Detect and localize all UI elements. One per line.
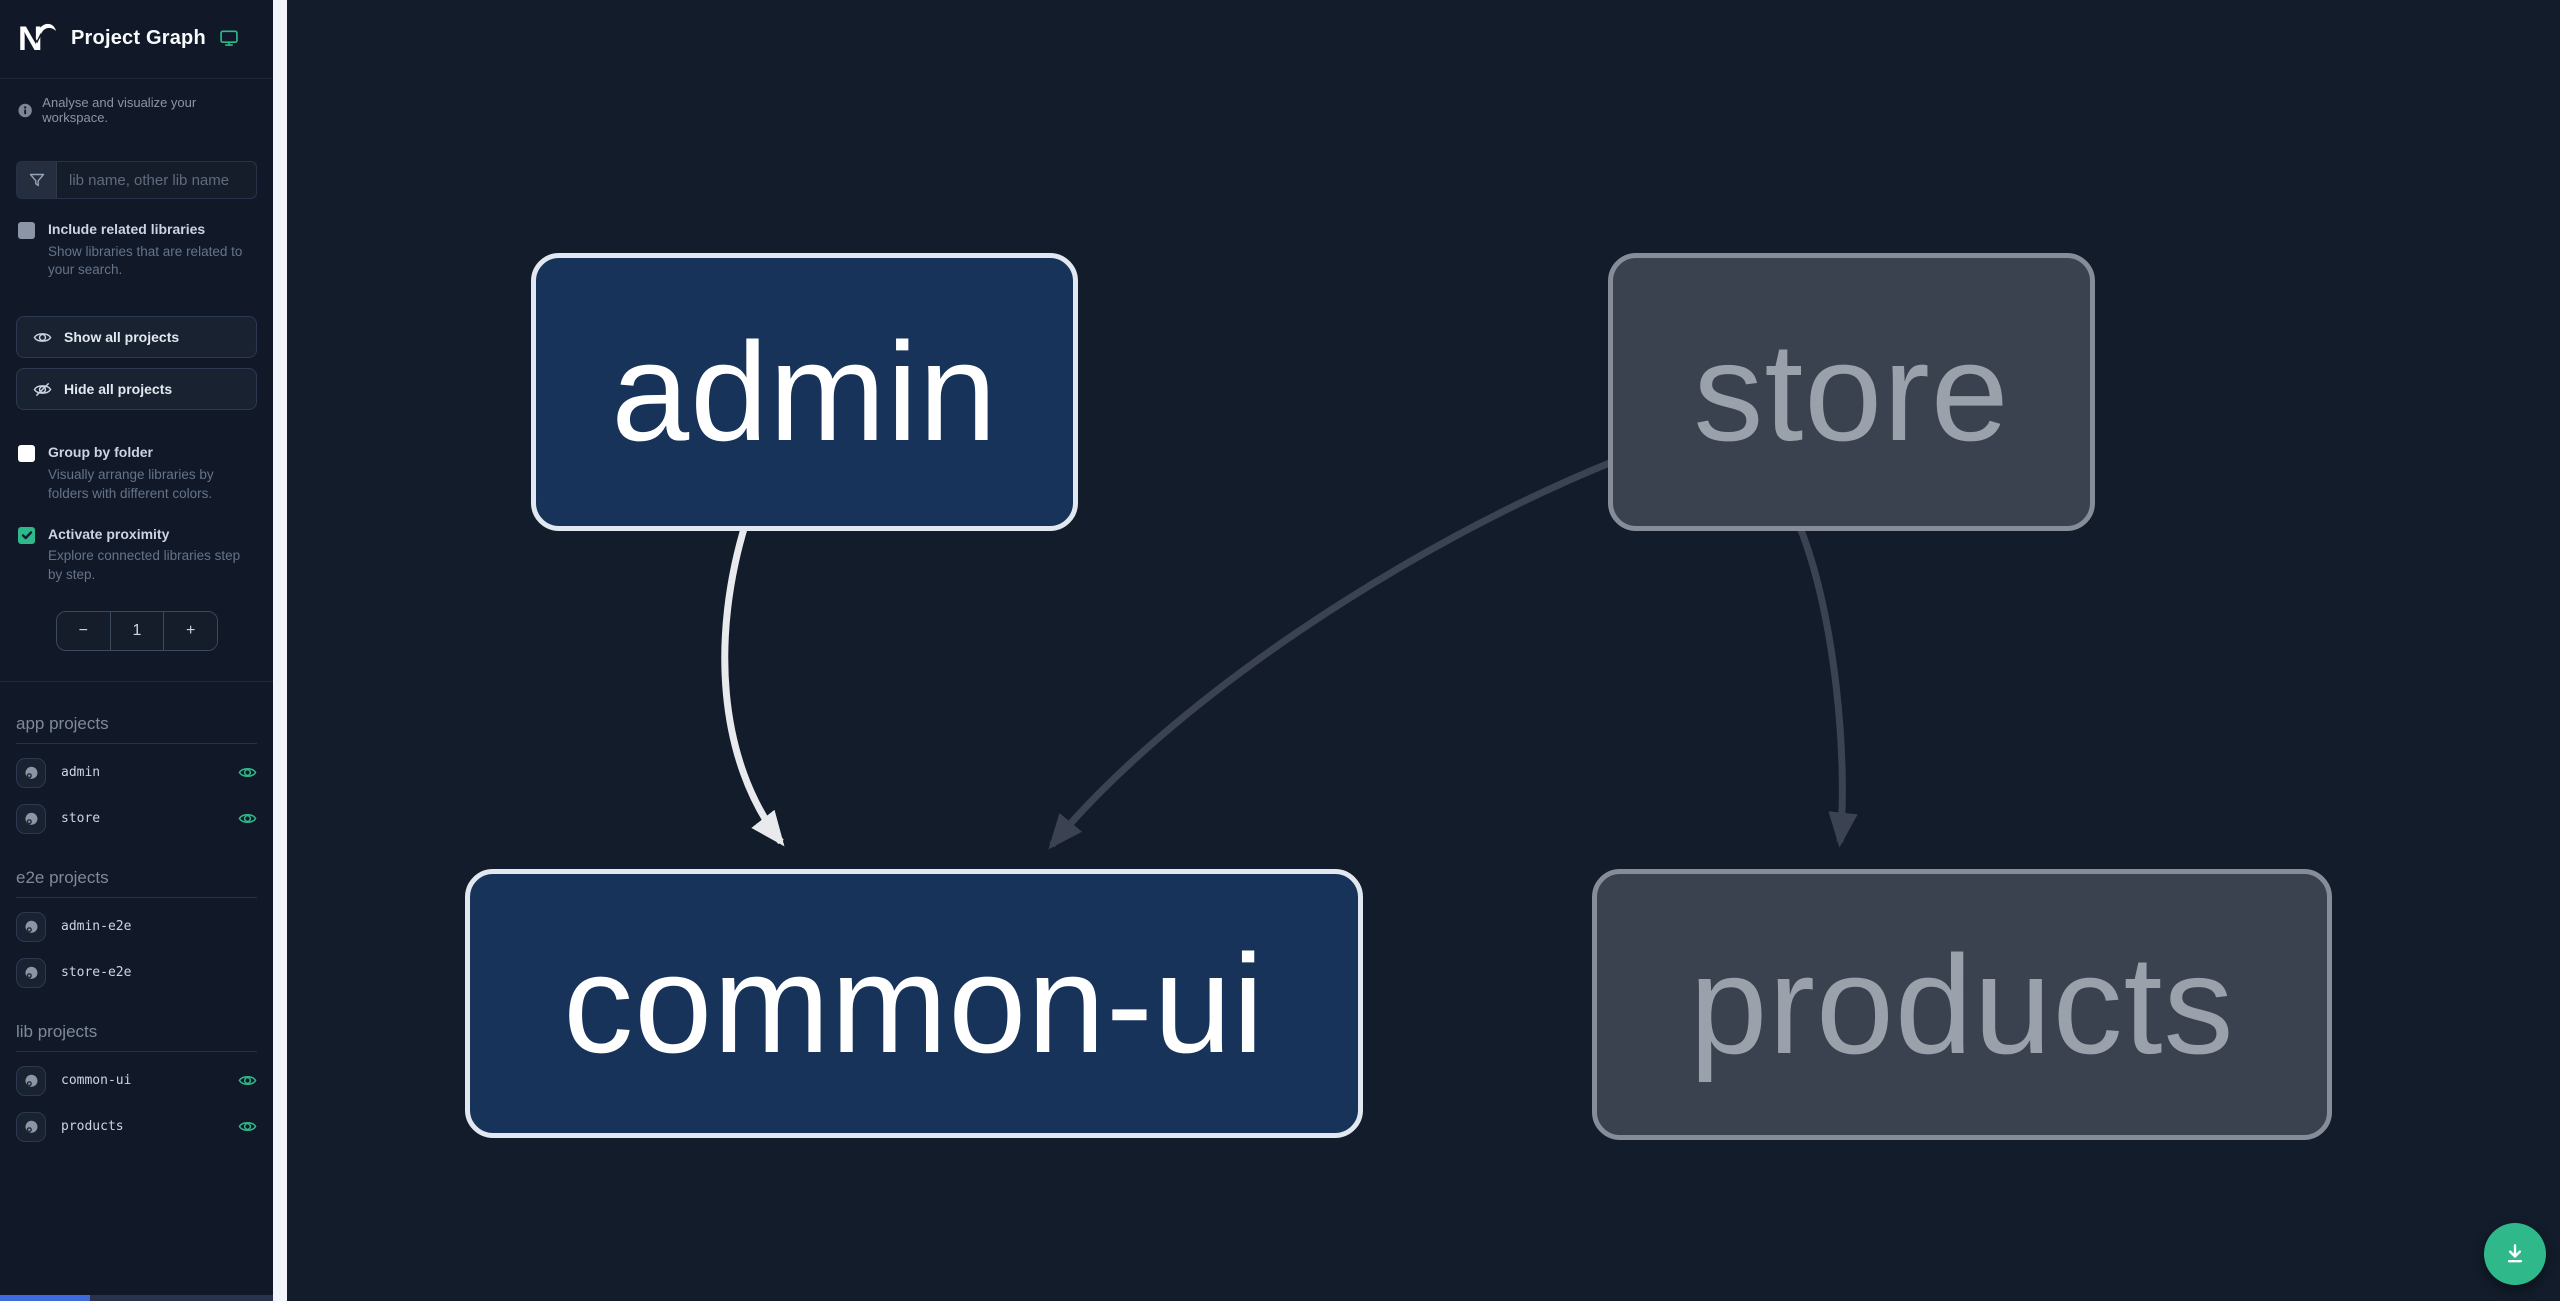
e2e-projects-heading: e2e projects (16, 868, 257, 898)
download-icon (2507, 1244, 2523, 1263)
horizontal-scrollbar-track[interactable] (0, 1295, 273, 1301)
hide-all-projects-label: Hide all projects (64, 381, 173, 398)
project-row-admin-e2e[interactable]: admin-e2e (16, 910, 257, 944)
project-name: admin-e2e (61, 919, 132, 935)
lib-projects-heading: lib projects (16, 1022, 257, 1052)
node-label: common-ui (563, 924, 1265, 1082)
project-visibility-eye-icon[interactable] (238, 1071, 257, 1090)
section-app-projects: app projects admin (0, 714, 273, 836)
project-row-admin[interactable]: admin (16, 756, 257, 790)
proximity-decrement-button[interactable]: − (57, 611, 110, 650)
project-row-store-e2e[interactable]: store-e2e (16, 956, 257, 990)
project-icon (16, 911, 46, 942)
check-icon (21, 531, 32, 540)
group-by-folder-row: Group by folder Visually arrange librari… (0, 444, 273, 503)
node-label: products (1689, 925, 2235, 1083)
project-row-products[interactable]: products (16, 1110, 257, 1144)
project-name: common-ui (61, 1073, 132, 1089)
group-by-folder-checkbox[interactable] (18, 445, 35, 463)
activate-proximity-description: Explore connected libraries step by step… (48, 548, 241, 582)
monitor-icon[interactable] (219, 28, 239, 48)
project-icon (16, 1065, 46, 1096)
project-icon (16, 957, 46, 988)
edge-store-to-common-ui[interactable] (1048, 458, 1614, 850)
project-row-common-ui[interactable]: common-ui (16, 1064, 257, 1098)
section-lib-projects: lib projects common-ui (0, 1022, 273, 1144)
project-name: admin (61, 765, 101, 781)
graph-node-admin[interactable]: admin (531, 253, 1078, 531)
sidebar-divider (0, 680, 273, 682)
info-icon (18, 103, 32, 117)
project-icon (16, 757, 46, 788)
show-all-projects-button[interactable]: Show all projects (16, 316, 257, 359)
edge-admin-to-common-ui[interactable] (721, 520, 785, 847)
edge-store-to-products[interactable] (1795, 523, 1858, 848)
proximity-stepper: − 1 + (56, 610, 218, 651)
project-name: products (61, 1119, 124, 1135)
project-icon (16, 803, 46, 834)
tagline-text: Analyse and visualize your workspace. (42, 95, 197, 125)
download-image-button[interactable] (2484, 1223, 2546, 1285)
show-all-projects-label: Show all projects (64, 329, 180, 346)
proximity-increment-button[interactable]: + (164, 611, 217, 650)
graph-node-products[interactable]: products (1592, 869, 2332, 1140)
hide-all-projects-button[interactable]: Hide all projects (16, 368, 257, 411)
include-related-description: Show libraries that are related to your … (48, 243, 243, 278)
activate-proximity-checkbox[interactable] (18, 526, 35, 544)
eye-icon (33, 332, 52, 342)
horizontal-scrollbar-thumb[interactable] (0, 1295, 90, 1301)
project-visibility-eye-icon[interactable] (238, 1117, 257, 1136)
filter-input[interactable] (57, 162, 256, 198)
project-visibility-eye-icon[interactable] (238, 809, 257, 828)
node-label: store (1693, 313, 2010, 470)
workspace-tagline: Analyse and visualize your workspace. (0, 79, 273, 125)
sidebar-resize-handle[interactable] (273, 0, 287, 1301)
group-by-folder-description: Visually arrange libraries by folders wi… (48, 466, 214, 501)
sidebar: N Project Graph Analyse and visualize yo… (0, 0, 273, 1301)
funnel-icon (17, 162, 57, 198)
group-by-folder-label: Group by folder (48, 444, 153, 461)
project-name: store (61, 811, 101, 827)
section-e2e-projects: e2e projects admin-e2e store-e2e (0, 868, 273, 990)
project-row-store[interactable]: store (16, 802, 257, 836)
activate-proximity-row: Activate proximity Explore connected lib… (0, 526, 273, 585)
graph-canvas[interactable]: admin store common-ui products (287, 0, 2560, 1301)
page-title: Project Graph (71, 26, 206, 49)
proximity-value: 1 (109, 611, 165, 650)
nx-logo-icon: N (18, 20, 56, 58)
project-name: store-e2e (61, 965, 132, 981)
sidebar-header: N Project Graph (0, 0, 273, 79)
include-related-row: Include related libraries Show libraries… (0, 221, 273, 280)
include-related-label: Include related libraries (48, 221, 206, 237)
graph-node-common-ui[interactable]: common-ui (465, 869, 1363, 1138)
include-related-checkbox[interactable] (18, 222, 35, 239)
activate-proximity-label: Activate proximity (48, 525, 170, 542)
project-icon (16, 1111, 46, 1142)
graph-edges (721, 458, 1858, 850)
graph-node-store[interactable]: store (1608, 253, 2095, 531)
node-label: admin (611, 313, 998, 470)
filter-box (16, 161, 257, 199)
app-projects-heading: app projects (16, 714, 257, 744)
eye-off-icon (33, 382, 52, 396)
project-visibility-eye-icon[interactable] (238, 763, 257, 782)
